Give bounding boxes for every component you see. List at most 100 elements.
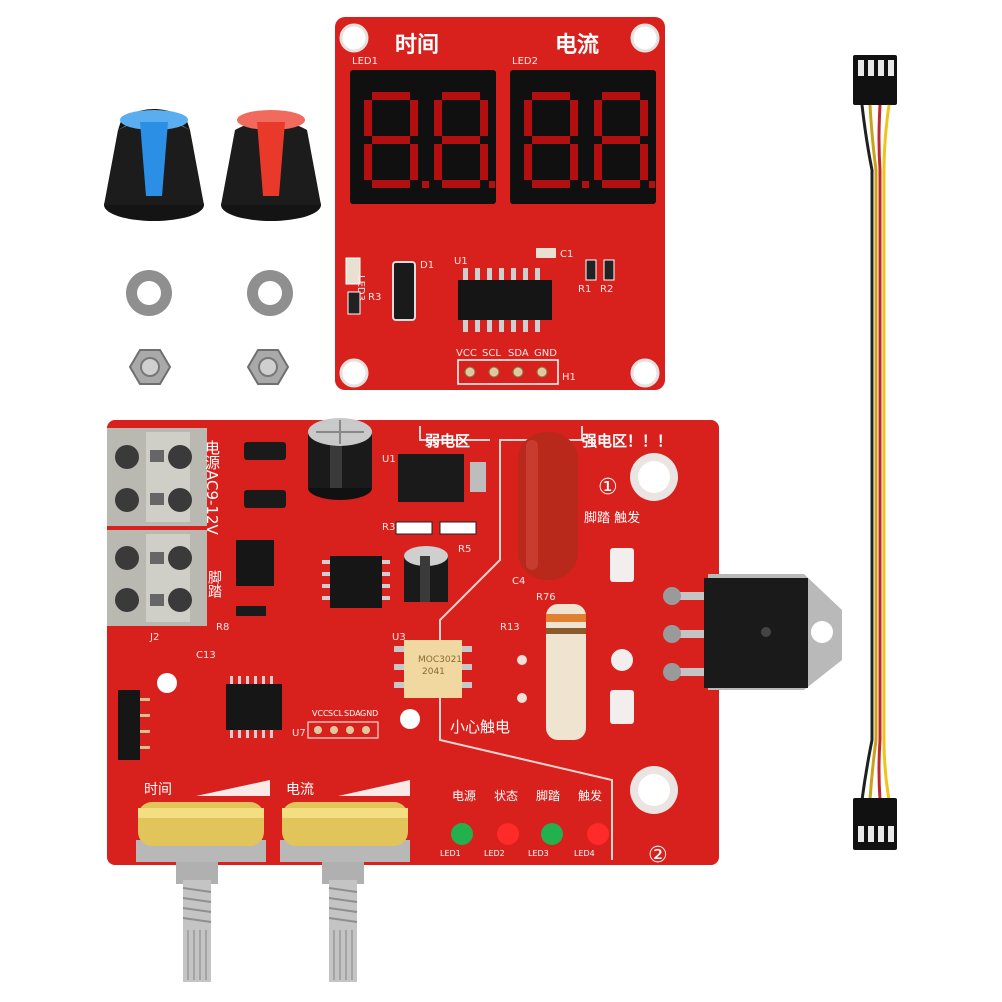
display-label-r3: R3 [368,292,381,303]
label-weak-zone: 弱电区 [425,432,470,450]
ic-soic [322,556,390,608]
display-label-h1: H1 [562,372,576,383]
diode [244,442,286,460]
optocoupler-u3: MOC3021 2041 [394,640,472,698]
display-mount-hole [339,23,369,53]
smd-resistor [395,521,433,535]
label-c4: C4 [512,576,525,587]
display-pin-label: GND [534,348,557,359]
display-header-outline [457,359,559,385]
smd-r3 [347,291,361,315]
terminal-block-power [107,428,207,526]
label-r8: R8 [216,622,229,633]
knob-blue [104,109,204,221]
potentiometer-current[interactable] [280,802,410,982]
display-label-led1: LED1 [352,56,378,67]
display-label-c1: C1 [560,249,573,260]
status-led-label: LED3 [528,849,549,858]
display-label-d1: D1 [420,260,434,271]
j5-header [307,721,379,739]
electrolytic-capacitor-small [404,546,448,602]
knob-red [221,110,321,221]
main-board: 弱电区 强电区！！！ 电源AC9-12V 脚踏 J2 U1 [107,418,842,868]
ic-u7 [226,676,282,738]
diode [244,490,286,508]
resistor-r76 [546,604,586,740]
optocoupler-marking: 2041 [422,667,445,677]
optocoupler-marking: MOC3021 [418,655,462,665]
status-led-label: LED2 [484,849,505,858]
j5-pin-label: SDA [344,709,361,718]
smd-led3 [345,257,361,285]
marker-1: ① [598,475,618,500]
label-j2: J2 [149,632,159,643]
status-label-trigger: 触发 [578,788,602,803]
slot [610,548,634,582]
display-mount-hole [339,358,369,388]
display-ic-u1 [458,268,552,332]
status-label-pedal: 脚踏 [536,788,560,803]
smd-chip-small [236,540,274,586]
status-led-3: LED3 [528,823,563,858]
display-label-time: 时间 [395,33,439,58]
label-pedal-terminal: 脚踏 [206,570,222,598]
main-mount-hole [638,774,670,806]
display-label-r2: R2 [600,284,613,295]
display-pin-label: SDA [508,348,529,359]
main-mount-hole [400,709,420,729]
display-pin-label: VCC [456,348,477,359]
smd-part [236,606,266,616]
status-led-label: LED1 [440,849,461,858]
display-mount-hole [630,358,660,388]
j5-pin-label: VCC [312,709,329,718]
seven-segment-display-current [510,70,656,204]
label-pedal-trigger: 脚踏 触发 [584,510,640,526]
smd-c1 [536,248,556,258]
potentiometer-time[interactable] [136,802,266,982]
side-pin-header [118,690,140,760]
j5-pin-label: GND [360,709,378,718]
display-label-current: 电流 [555,32,599,58]
label-u7: U7 [292,728,306,739]
display-label-led3: LED3 [355,275,366,301]
label-r13: R13 [500,622,520,633]
label-time-pot: 时间 [144,782,172,798]
dupont-cable [853,55,897,850]
smd-r2 [603,259,615,281]
label-current-pot: 电流 [286,782,314,798]
j5-pin-label: SCL [328,709,344,718]
main-mount-hole [638,461,670,493]
label-power-supply: 电源AC9-12V [203,440,221,536]
slot [610,690,634,724]
triac [663,574,842,690]
status-led-label: LED4 [574,849,595,858]
smd-resistor [439,521,477,535]
status-label-state: 状态 [494,789,518,803]
label-r3: R3 [382,522,395,533]
label-r76: R76 [536,592,556,603]
label-strong-zone: 强电区！！！ [582,432,672,450]
display-pin-label: SCL [482,348,501,359]
status-label-power: 电源 [452,789,476,803]
status-led-2: LED2 [484,823,519,858]
label-u3: U3 [392,632,406,643]
electrolytic-capacitor-large [308,418,372,500]
label-r5: R5 [458,544,471,555]
marker-2: ② [648,843,668,868]
status-led-4: LED4 [574,823,609,858]
label-careful-shock: 小心触电 [450,718,510,736]
capacitor-c4 [518,432,578,580]
display-label-led2: LED2 [512,56,538,67]
display-label-u1: U1 [454,256,468,267]
main-mount-hole [157,673,177,693]
label-u1: U1 [382,454,396,465]
diode-d1 [392,261,416,321]
display-board: 时间 电流 LED1 LED2 [335,17,665,390]
label-c13: C13 [196,650,216,661]
display-label-r1: R1 [578,284,591,295]
terminal-block-pedal [107,530,207,626]
status-led-1: LED1 [440,823,473,858]
voltage-regulator [398,454,486,502]
smd-r1 [585,259,597,281]
